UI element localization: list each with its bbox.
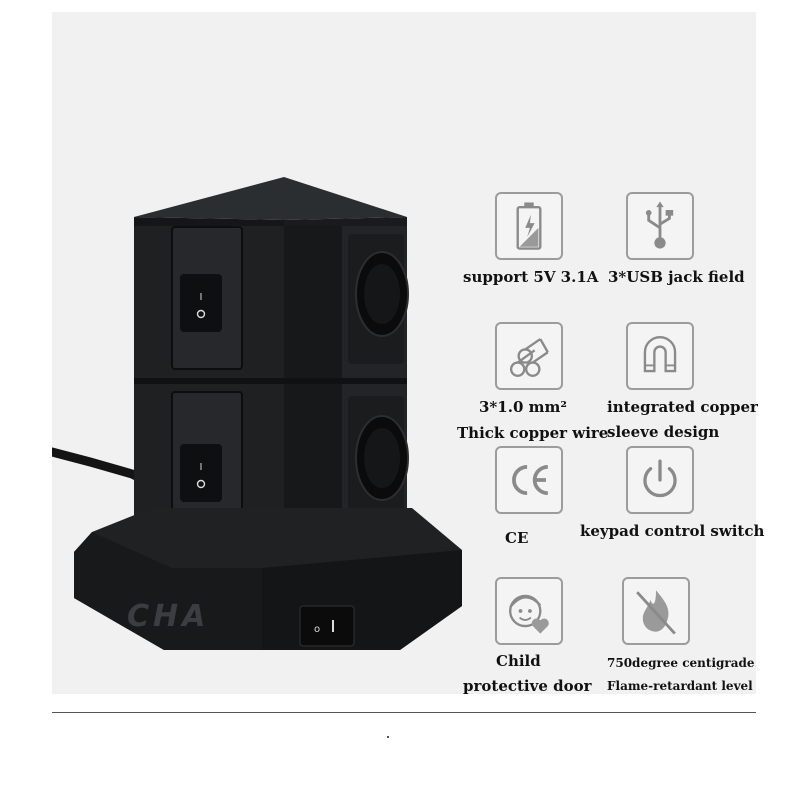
feature-label-charging: support 5V 3.1A [463, 268, 599, 286]
power-icon [626, 446, 694, 514]
magnet-icon [626, 322, 694, 390]
battery-charge-icon [495, 192, 563, 260]
brand-logo: CHA [127, 599, 209, 634]
feature-label-copper-1: integrated copper [607, 398, 758, 416]
dot-mark [387, 736, 389, 738]
feature-label-flame-1: 750degree centigrade [607, 656, 755, 670]
svg-text:I: I [200, 462, 203, 473]
feature-label-wire: Thick copper wire [457, 424, 609, 442]
svg-text:I: I [200, 292, 203, 303]
feature-label-copper-2: sleeve design [607, 423, 720, 441]
usb-icon [626, 192, 694, 260]
feature-label-wire-size: 3*1.0 mm² [479, 398, 567, 416]
copper-wire-icon [495, 322, 563, 390]
no-flame-icon [622, 577, 690, 645]
child-face-icon [495, 577, 563, 645]
ce-mark-icon [495, 446, 563, 514]
feature-label-child-1: Child [496, 652, 541, 670]
feature-label-usb: 3*USB jack field [608, 268, 745, 286]
product-photo: I I o CHA [52, 12, 764, 695]
feature-label-flame-2: Flame-retardant level [607, 679, 753, 693]
power-tower-image: I I o CHA [52, 177, 462, 650]
feature-label-ce: CE [505, 529, 529, 547]
bottom-divider [52, 712, 756, 713]
svg-text:o: o [314, 624, 320, 635]
feature-label-switch: keypad control switch [580, 522, 765, 540]
feature-label-child-2: protective door [463, 677, 592, 695]
